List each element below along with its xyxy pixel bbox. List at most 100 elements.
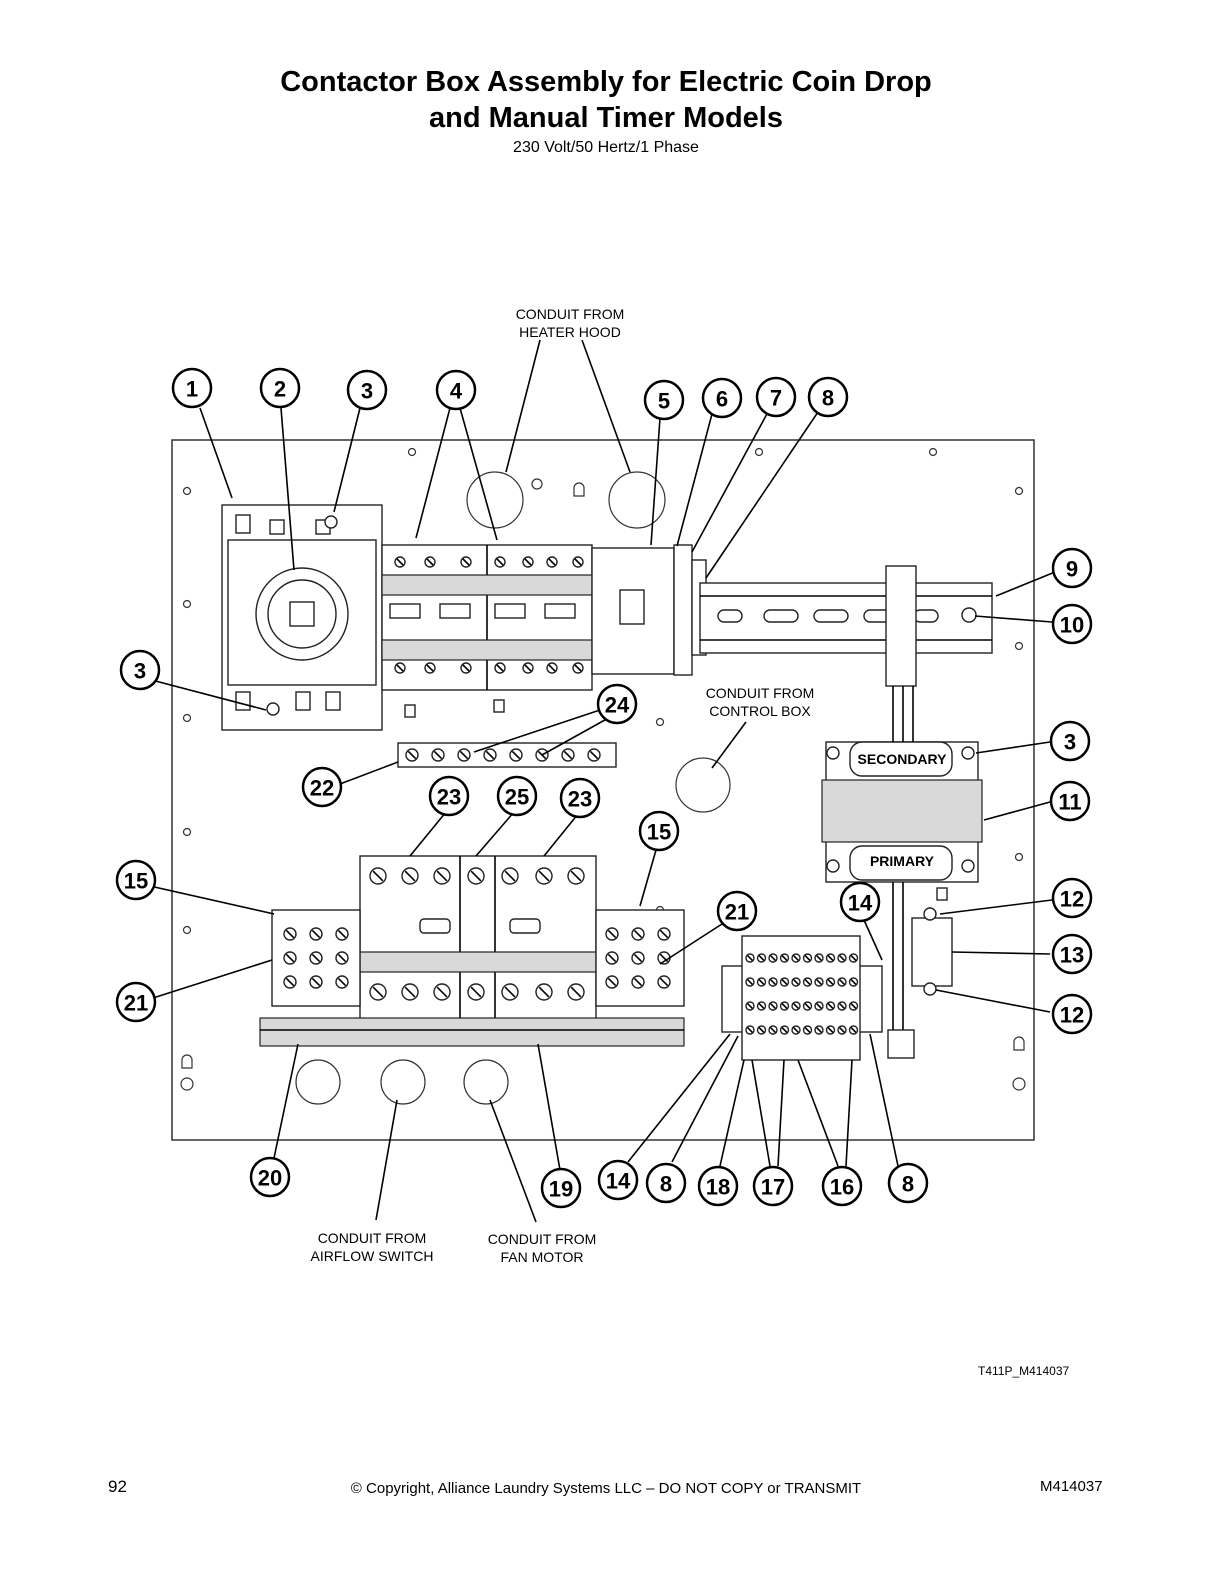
callout-circle — [1051, 547, 1093, 589]
drawing-number: T411P_M414037 — [978, 1364, 1070, 1378]
callout-circle — [839, 881, 881, 923]
heater-hood-label-2: HEATER HOOD — [519, 324, 621, 340]
primary-label: PRIMARY — [870, 853, 935, 869]
callout-circle — [755, 376, 797, 418]
callout-number: 3 — [361, 379, 373, 404]
callout-number: 15 — [124, 869, 148, 894]
callout-number: 3 — [134, 659, 146, 684]
callout-circle — [1051, 877, 1093, 919]
circuit-breakers — [359, 855, 597, 1020]
callout-circle — [428, 775, 470, 817]
page-title-line-2: and Manual Timer Models — [429, 102, 783, 134]
callout-circle — [887, 1162, 929, 1204]
fan-motor-label-2: FAN MOTOR — [501, 1249, 584, 1265]
airflow-label-2: AIRFLOW SWITCH — [311, 1248, 434, 1264]
callout-number: 15 — [647, 820, 671, 845]
callout-circle — [496, 775, 538, 817]
callout-number: 10 — [1060, 613, 1084, 638]
callout-circle — [301, 766, 343, 808]
page-subtitle: 230 Volt/50 Hertz/1 Phase — [513, 139, 699, 156]
callout-number: 21 — [725, 900, 749, 925]
callout-number: 6 — [716, 387, 728, 412]
callout-circle — [807, 376, 849, 418]
page-number: 92 — [108, 1477, 127, 1496]
callout-number: 24 — [605, 693, 630, 718]
callout-number: 7 — [770, 386, 782, 411]
callout-number: 23 — [437, 785, 461, 810]
callout-number: 8 — [822, 386, 834, 411]
callout-circle — [346, 369, 388, 411]
callout-circle — [540, 1167, 582, 1209]
callout-number: 12 — [1060, 1003, 1084, 1028]
secondary-label: SECONDARY — [858, 751, 948, 767]
callout-number: 19 — [549, 1177, 573, 1202]
disconnect-switch — [221, 504, 383, 731]
callout-circle — [638, 810, 680, 852]
callout-circle — [1051, 933, 1093, 975]
callout-number: 13 — [1060, 943, 1084, 968]
callout-circle — [435, 369, 477, 411]
ground-bar — [397, 742, 617, 768]
callout-circle — [597, 1159, 639, 1201]
transformer: SECONDARY PRIMARY — [821, 686, 983, 1059]
callout-circle — [645, 1162, 687, 1204]
callout-circle — [259, 367, 301, 409]
callout-circle — [697, 1165, 739, 1207]
callout-circle — [119, 649, 161, 691]
callout-number: 4 — [450, 379, 463, 404]
callout-number: 21 — [124, 991, 148, 1016]
callout-circle — [115, 859, 157, 901]
callout-number: 25 — [505, 785, 529, 810]
relay-block — [591, 544, 707, 676]
callout-circle — [821, 1165, 863, 1207]
leader-lines — [143, 339, 1056, 1223]
callout-number: 12 — [1060, 887, 1084, 912]
control-box-label-1: CONDUIT FROM — [706, 685, 815, 701]
callout-number: 16 — [830, 1175, 854, 1200]
copyright-notice: © Copyright, Alliance Laundry Systems LL… — [350, 1480, 862, 1497]
relay-module — [911, 887, 953, 996]
callout-number: 5 — [658, 389, 670, 414]
panel-holes — [180, 447, 1026, 1091]
callout-number: 23 — [568, 787, 592, 812]
airflow-label-1: CONDUIT FROM — [318, 1230, 427, 1246]
terminal-blocks-right — [595, 909, 685, 1007]
callout-circle — [559, 777, 601, 819]
control-box-label-2: CONTROL BOX — [709, 703, 811, 719]
callout-circle — [701, 377, 743, 419]
callout-number: 8 — [660, 1172, 672, 1197]
callout-number: 8 — [902, 1172, 914, 1197]
callout-number: 11 — [1058, 790, 1081, 815]
callout-circle — [171, 367, 213, 409]
callout-circle — [1051, 603, 1093, 645]
callout-circle — [115, 981, 157, 1023]
callout-number: 2 — [274, 377, 286, 402]
callout-circle — [752, 1165, 794, 1207]
callout-circle — [1049, 780, 1091, 822]
din-rail — [699, 565, 993, 687]
contactors — [381, 544, 593, 718]
callout-circle — [1049, 720, 1091, 762]
callout-number: 18 — [706, 1175, 730, 1200]
callout-circle — [643, 379, 685, 421]
callout-number: 17 — [761, 1175, 785, 1200]
terminal-blocks-left — [271, 909, 361, 1007]
document-id: M414037 — [1040, 1478, 1103, 1495]
terminal-strip — [721, 935, 883, 1061]
callout-number: 9 — [1066, 557, 1078, 582]
conduit-knockouts — [295, 471, 731, 1105]
callout-circle — [716, 890, 758, 932]
callout-number: 3 — [1064, 730, 1076, 755]
bottom-din-rail — [259, 1017, 685, 1047]
heater-hood-label-1: CONDUIT FROM — [516, 306, 625, 322]
callout-circle — [249, 1156, 291, 1198]
callout-circle — [1051, 993, 1093, 1035]
callout-number: 1 — [186, 377, 198, 402]
fan-motor-label-1: CONDUIT FROM — [488, 1231, 597, 1247]
callout-number: 20 — [258, 1166, 282, 1191]
callout-number: 22 — [310, 776, 334, 801]
callout-number: 14 — [848, 891, 873, 916]
callout-circle — [596, 683, 638, 725]
